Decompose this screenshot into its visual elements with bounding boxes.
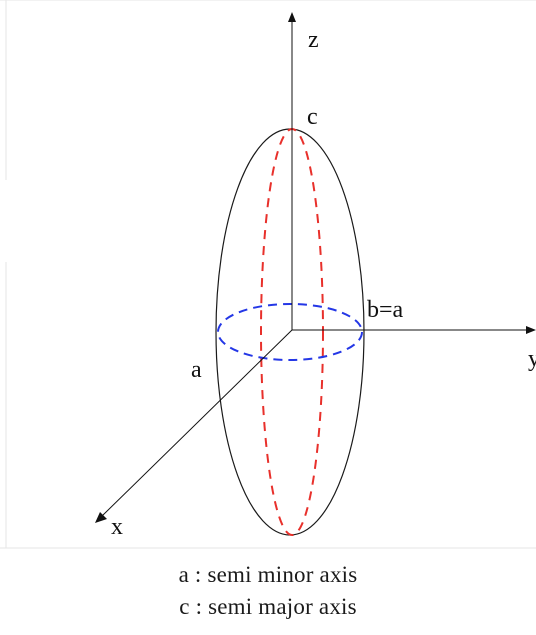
y-axis-label: y	[528, 346, 536, 372]
x-axis-line	[101, 329, 293, 517]
semi-major-axis-caption: c : semi major axis	[179, 594, 357, 619]
equator-dashed-ellipse	[217, 303, 363, 361]
point-b-label: b=a	[367, 297, 404, 323]
y-axis-arrowhead	[526, 326, 536, 334]
x-axis-label: x	[111, 514, 123, 540]
x-axis-arrowhead	[95, 512, 107, 523]
semi-minor-axis-caption: a : semi minor axis	[178, 562, 358, 587]
z-axis-arrowhead	[288, 12, 296, 22]
point-c-label: c	[307, 104, 318, 130]
z-axis-label: z	[308, 27, 319, 53]
point-a-label: a	[191, 357, 202, 383]
